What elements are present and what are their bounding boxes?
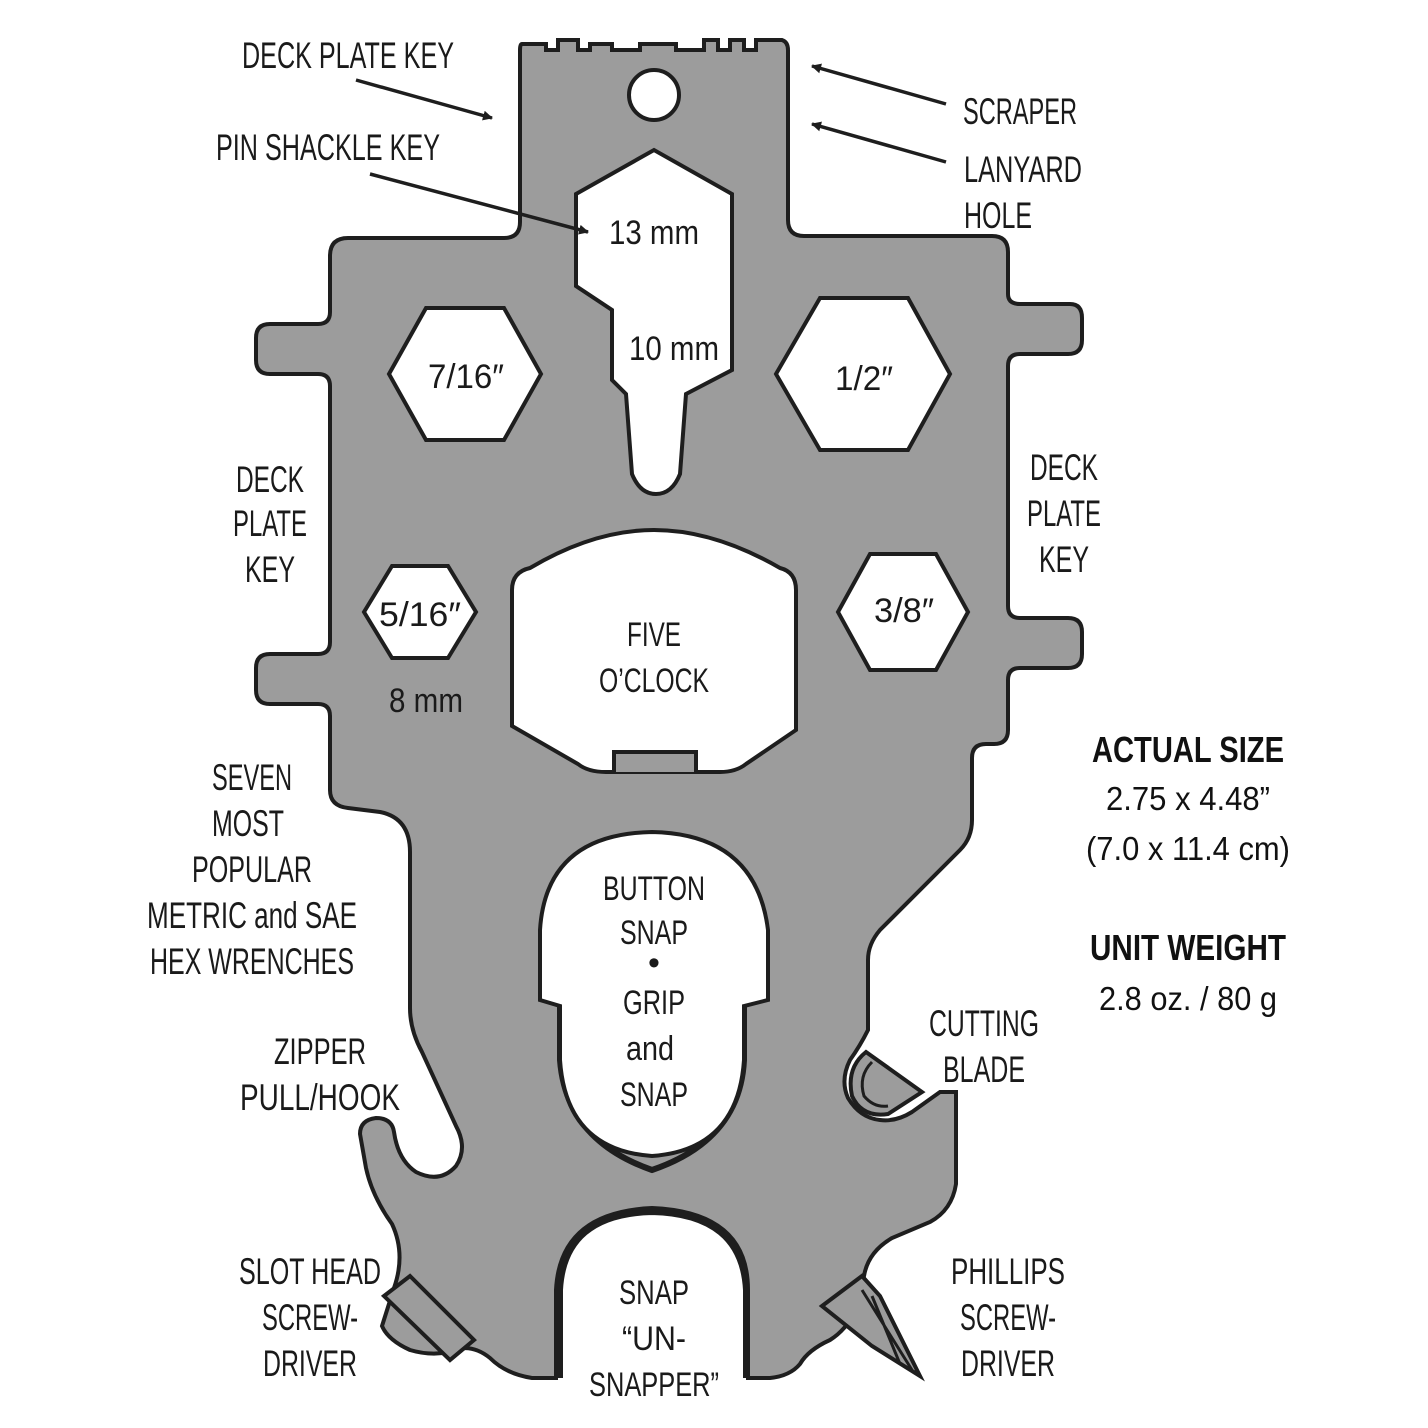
svg-text:DECK: DECK: [1030, 447, 1098, 488]
label-deck-plate-key-left: DECK PLATE KEY: [233, 459, 307, 590]
svg-text:UNIT WEIGHT: UNIT WEIGHT: [1090, 927, 1286, 968]
label-zipper-pull: ZIPPER PULL/HOOK: [240, 1031, 400, 1118]
hex-1-2-cutout: [773, 296, 953, 452]
svg-text:METRIC and SAE: METRIC and SAE: [147, 895, 357, 936]
svg-text:POPULAR: POPULAR: [192, 849, 312, 890]
svg-text:DRIVER: DRIVER: [263, 1343, 357, 1384]
svg-text:KEY: KEY: [1039, 539, 1089, 580]
label-pin-shackle-key: PIN SHACKLE KEY: [216, 127, 440, 168]
button-snap-cutout: [538, 829, 770, 1159]
svg-text:SCREW-: SCREW-: [262, 1297, 358, 1338]
svg-text:BUTTON: BUTTON: [603, 870, 705, 908]
svg-text:PHILLIPS: PHILLIPS: [951, 1251, 1065, 1292]
svg-text:DRIVER: DRIVER: [961, 1343, 1055, 1384]
svg-text:SNAP: SNAP: [620, 914, 688, 952]
svg-text:DECK: DECK: [236, 459, 304, 500]
label-deck-plate-key-top: DECK PLATE KEY: [242, 35, 454, 76]
svg-text:SNAP: SNAP: [619, 1274, 689, 1312]
svg-text:FIVE: FIVE: [627, 616, 681, 654]
label-lanyard-hole: LANYARD HOLE: [964, 149, 1082, 236]
svg-text:HOLE: HOLE: [964, 195, 1032, 236]
svg-text:SLOT HEAD: SLOT HEAD: [239, 1251, 381, 1292]
svg-text:PULL/HOOK: PULL/HOOK: [240, 1077, 400, 1118]
label-five-oclock: FIVE O’CLOCK: [599, 616, 709, 700]
pin-shackle-key-cutout: [574, 147, 734, 497]
arrow-scraper: [811, 63, 947, 106]
hex-3-8-cutout: [835, 552, 971, 672]
label-deck-plate-key-right: DECK PLATE KEY: [1027, 447, 1101, 580]
label-5-16: 5/16″: [379, 596, 461, 634]
label-7-16: 7/16″: [428, 358, 504, 396]
lanyard-hole: [627, 68, 681, 122]
five-oclock-cutout: [510, 527, 798, 774]
label-button-snap: BUTTON SNAP •: [603, 870, 705, 982]
unsnapper-outline: [557, 1208, 749, 1378]
svg-text:PLATE: PLATE: [233, 503, 307, 544]
label-cutting-blade: CUTTING BLADE: [929, 1003, 1039, 1090]
svg-text:ZIPPER: ZIPPER: [274, 1031, 366, 1072]
label-phillips: PHILLIPS SCREW- DRIVER: [951, 1251, 1065, 1384]
svg-text:2.8 oz. / 80 g: 2.8 oz. / 80 g: [1099, 980, 1277, 1017]
hex-5-16-cutout: [361, 564, 479, 660]
label-1-2: 1/2″: [835, 360, 893, 398]
svg-text:HEX WRENCHES: HEX WRENCHES: [150, 941, 354, 982]
info-actual-size: ACTUAL SIZE 2.75 x 4.48” (7.0 x 11.4 cm): [1086, 729, 1290, 867]
arrow-pin-shackle-key: [369, 172, 589, 235]
label-8mm: 8 mm: [389, 682, 463, 720]
svg-text:SNAPPER”: SNAPPER”: [589, 1366, 719, 1404]
slot-head-screwdriver: [380, 1273, 477, 1363]
svg-text:LANYARD: LANYARD: [964, 149, 1082, 190]
label-slot-head: SLOT HEAD SCREW- DRIVER: [239, 1251, 381, 1384]
svg-text:ACTUAL SIZE: ACTUAL SIZE: [1092, 729, 1284, 770]
svg-text:•: •: [648, 944, 660, 982]
svg-text:(7.0 x 11.4 cm): (7.0 x 11.4 cm): [1086, 830, 1290, 867]
svg-text:SEVEN: SEVEN: [212, 757, 292, 798]
svg-text:SNAP: SNAP: [620, 1076, 688, 1114]
svg-text:GRIP: GRIP: [623, 984, 685, 1022]
arrow-deck-plate-key-top: [355, 78, 493, 121]
label-scraper: SCRAPER: [963, 91, 1077, 132]
svg-text:KEY: KEY: [245, 549, 295, 590]
svg-text:CUTTING: CUTTING: [929, 1003, 1039, 1044]
svg-text:MOST: MOST: [212, 803, 284, 844]
label-13mm: 13 mm: [609, 214, 699, 252]
label-hex-wrenches: SEVEN MOST POPULAR METRIC and SAE HEX WR…: [147, 757, 357, 982]
svg-text:and: and: [626, 1030, 674, 1068]
label-10mm: 10 mm: [629, 330, 719, 368]
phillips-tip: [860, 1289, 914, 1371]
arrow-lanyard-hole: [811, 121, 947, 164]
svg-text:BLADE: BLADE: [943, 1049, 1025, 1090]
label-grip-snap: GRIP and SNAP: [620, 984, 688, 1114]
svg-text:SCREW-: SCREW-: [960, 1297, 1056, 1338]
bottle-opener-tab: [612, 750, 698, 772]
cutting-blade-inner: [860, 1060, 889, 1108]
svg-text:“UN-: “UN-: [622, 1320, 686, 1358]
hex-7-16-cutout: [386, 306, 544, 442]
label-snap-unsnapper: SNAP “UN- SNAPPER”: [589, 1274, 719, 1404]
svg-text:O’CLOCK: O’CLOCK: [599, 662, 709, 700]
label-3-8: 3/8″: [874, 592, 934, 630]
svg-text:2.75 x 4.48”: 2.75 x 4.48”: [1106, 780, 1270, 817]
info-unit-weight: UNIT WEIGHT 2.8 oz. / 80 g: [1090, 927, 1286, 1017]
svg-text:PLATE: PLATE: [1027, 493, 1101, 534]
